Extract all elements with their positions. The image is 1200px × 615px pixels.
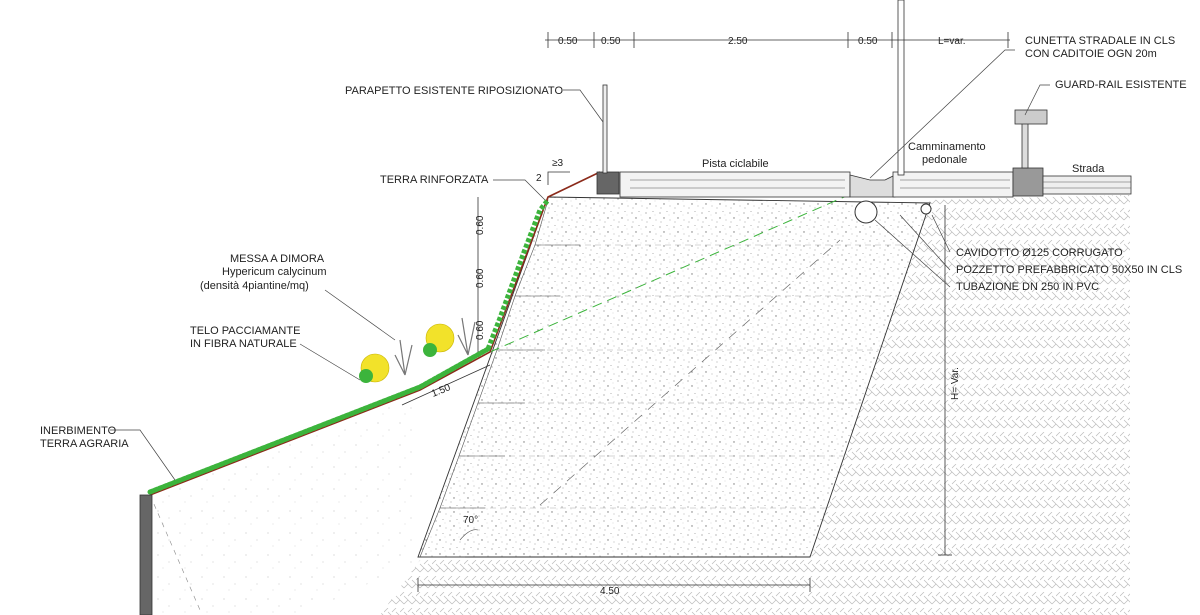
label-guardrail: GUARD-RAIL ESISTENTE: [1055, 79, 1187, 91]
label-parapetto: PARAPETTO ESISTENTE RIPOSIZIONATO: [345, 85, 563, 97]
dashed-line-a: [539, 239, 841, 506]
angle-arc: [459, 529, 479, 541]
label-cavidotto: CAVIDOTTO Ø125 CORRUGATO: [956, 247, 1123, 259]
guard-rail: [1014, 109, 1048, 169]
existing-wall: [139, 494, 153, 615]
dim-angle: 70°: [463, 515, 478, 526]
label-telo-2: IN FIBRA NATURALE: [190, 338, 297, 350]
slip-line: [489, 189, 861, 353]
dim-top-2: 0.50: [601, 36, 621, 47]
label-strada: Strada: [1072, 163, 1105, 175]
road-platform: [596, 167, 1132, 198]
label-cunetta-2: CON CADITOIE OGN 20m: [1025, 48, 1157, 60]
label-pozzetto: POZZETTO PREFABBRICATO 50X50 IN CLS: [956, 264, 1182, 276]
existing-ground-hatch: [380, 195, 1130, 615]
batter-top: ≥3: [552, 158, 563, 169]
dim-face-2: 0.60: [475, 268, 486, 288]
dim-top-4: 0.50: [858, 36, 878, 47]
dashed-line-b: [149, 494, 201, 611]
label-terra-agraria: TERRA AGRARIA: [40, 438, 129, 450]
batter-symbol: [547, 171, 570, 185]
leader-lines: [110, 49, 1050, 481]
label-cunetta-1: CUNETTA STRADALE IN CLS: [1025, 35, 1175, 47]
natural-ground-fill: [150, 395, 420, 615]
cable-duct: [920, 203, 932, 215]
dim-top-5: L=var.: [938, 36, 966, 47]
light-pole: [897, 0, 905, 176]
slope-surface: [149, 171, 601, 496]
label-messa-dimora-1: MESSA A DIMORA: [230, 253, 325, 265]
top-dimension-line: [545, 32, 1010, 48]
pipe-pvc: [854, 200, 878, 224]
shrub-plants: [359, 317, 476, 383]
dim-top-3: 2.50: [728, 36, 748, 47]
geogrid-wraps: [419, 199, 580, 558]
label-tubazione: TUBAZIONE DN 250 IN PVC: [956, 281, 1099, 293]
dim-base: 4.50: [600, 586, 620, 597]
dim-face-1: 0.60: [475, 215, 486, 235]
label-pista: Pista ciclabile: [702, 158, 769, 170]
label-inerbimento: INERBIMENTO: [40, 425, 117, 437]
dim-face-3: 0.60: [475, 320, 486, 340]
dim-top-1: 0.50: [558, 36, 578, 47]
label-messa-dimora-2: Hypericum calycinum: [222, 266, 327, 278]
reinforced-earth-block: [417, 196, 931, 558]
dim-slope: 1.50: [430, 382, 453, 400]
label-terra-rinforzata: TERRA RINFORZATA: [380, 174, 489, 186]
geogrid-layers: [440, 244, 915, 509]
label-camminamento-2: pedonale: [922, 154, 967, 166]
label-messa-dimora-3: (densità 4piantine/mq): [200, 280, 309, 292]
batter-side: 2: [536, 173, 542, 184]
slope-dimension-line: [401, 364, 491, 406]
label-camminamento-1: Camminamento: [908, 141, 986, 153]
face-vegetation: [485, 198, 550, 350]
dim-height: H= Var.: [950, 367, 961, 400]
grass-band: [147, 346, 491, 495]
label-telo-1: TELO PACCIAMANTE: [190, 325, 300, 337]
parapet-post: [602, 84, 608, 174]
